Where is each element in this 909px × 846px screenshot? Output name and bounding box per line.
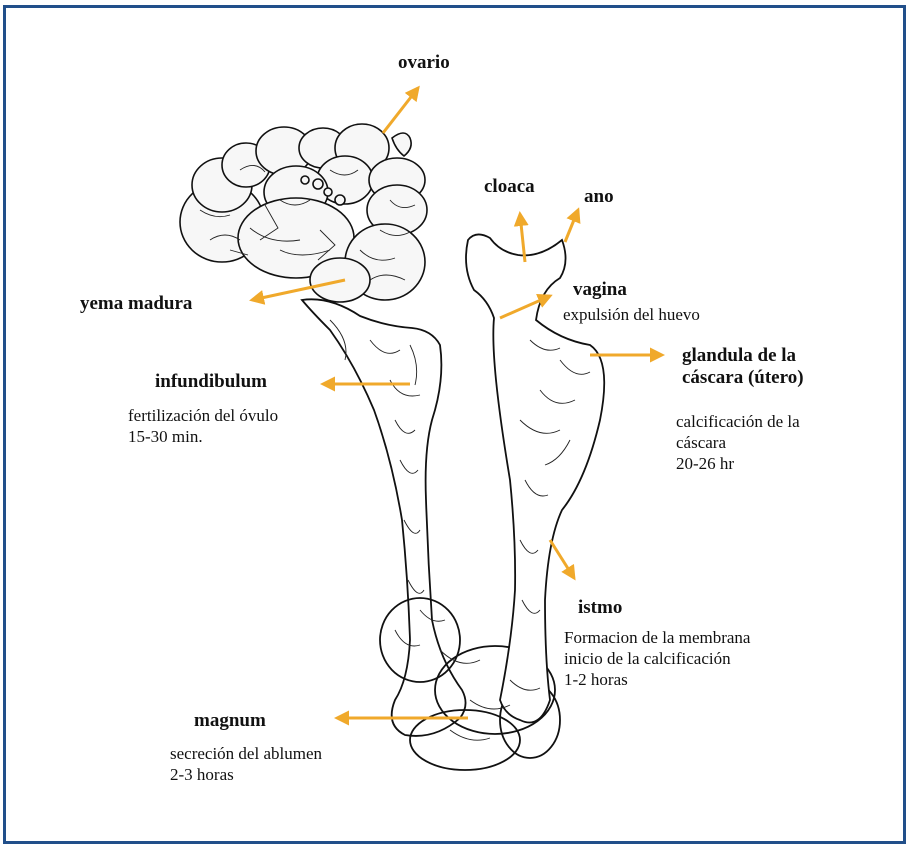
label-magnum: magnum [194,710,266,732]
label-infundibulum: infundibulum [155,371,267,393]
desc-magnum: secreción del ablumen 2-3 horas [170,743,322,785]
desc-infundibulum: fertilización del óvulo 15-30 min. [128,405,278,447]
desc-glandula: calcificación de la cáscara 20-26 hr [676,411,800,474]
oviduct-illustration [302,234,604,770]
desc-vagina: expulsión del huevo [563,304,700,325]
label-ovario: ovario [398,52,450,74]
label-vagina: vagina [573,279,627,301]
desc-istmo: Formacion de la membrana inicio de la ca… [564,627,750,690]
arrow-ovario [383,88,418,133]
label-glandula: glandula de la cáscara (útero) [682,345,804,389]
label-yema-madura: yema madura [80,293,192,315]
label-cloaca: cloaca [484,176,535,198]
arrow-istmo [550,540,574,578]
label-ano: ano [584,186,614,208]
label-istmo: istmo [578,597,622,619]
arrow-ano [565,210,578,242]
